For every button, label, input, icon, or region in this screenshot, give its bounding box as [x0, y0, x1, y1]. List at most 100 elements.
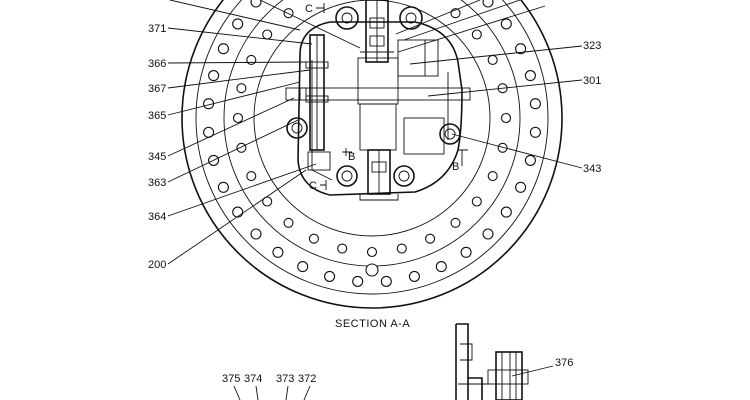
left-plug — [285, 87, 307, 101]
inner-bolt-hole-12 — [262, 196, 273, 207]
inner-bolt-hole-2 — [497, 142, 508, 153]
label-376: 376 — [555, 357, 573, 369]
leader-top-right-3 — [397, 5, 546, 53]
leader-375 — [233, 385, 241, 400]
part-labels: 371 366 367 365 345 363 364 200 323 301 … — [148, 23, 601, 271]
outer-bolt-hole-9 — [380, 275, 392, 287]
flange-inner-ring — [253, 0, 491, 237]
bottom-spool-cap — [359, 194, 399, 201]
inner-bolt-hole-27 — [487, 54, 498, 65]
label-371: 371 — [148, 23, 166, 35]
leader-365 — [167, 81, 301, 116]
leader-364 — [167, 163, 317, 217]
label-366: 366 — [148, 58, 166, 70]
top-spool-land-1 — [369, 17, 385, 29]
inner-bolt-hole-13 — [246, 171, 257, 182]
housing-outer — [181, 0, 563, 309]
outer-bolt-hole-2 — [524, 154, 536, 166]
lower-left-labels: 375 374 373 372 — [222, 373, 316, 400]
inner-bolt-hole-14 — [236, 142, 247, 153]
inner-bolt-hole-26 — [471, 29, 482, 40]
leader-345 — [167, 97, 295, 157]
outer-bolt-hole-4 — [500, 206, 512, 218]
outer-bolt-hole-12 — [297, 261, 309, 273]
cut-marks: C C B B — [305, 3, 468, 192]
inner-bolt-hole-15 — [232, 112, 244, 124]
outer-rim-inner — [195, 0, 549, 295]
outer-bolt-hole-23 — [250, 0, 262, 8]
label-372: 372 — [298, 373, 316, 385]
boss-bottom-left — [336, 165, 358, 187]
inner-bolt-hole-7 — [396, 243, 407, 254]
bottom-spool — [359, 149, 399, 201]
valve-body-outline — [297, 21, 463, 196]
left-spool — [285, 34, 329, 151]
outer-bolt-hole-1 — [529, 126, 541, 138]
boss-left-hole — [291, 122, 303, 134]
boss-bottom-right-hole — [398, 170, 410, 182]
outer-bolt-hole-11 — [324, 270, 336, 282]
label-323: 323 — [583, 40, 601, 52]
inner-bolt-hole-16 — [236, 83, 247, 94]
cut-mark-b-left: B — [348, 151, 355, 163]
inner-bolt-hole-10 — [308, 233, 319, 244]
outer-bolt-hole-14 — [250, 228, 262, 240]
outer-bolt-hole-35 — [524, 70, 536, 82]
top-spool-land-2 — [369, 35, 385, 47]
outer-bolt-hole-7 — [435, 261, 447, 273]
outer-bolt-hole-8 — [408, 270, 420, 282]
right-upper-block — [397, 39, 439, 77]
center-cavity-bottom — [359, 103, 397, 151]
outer-bolt-hole-21 — [217, 43, 229, 55]
boss-top-left-hole — [341, 12, 353, 24]
leader-top-right-2 — [395, 0, 481, 35]
boss-right — [439, 123, 461, 145]
section-wall-step — [460, 343, 473, 361]
outer-bolt-hole-3 — [515, 181, 527, 193]
outer-bolt-hole-13 — [272, 246, 284, 258]
outer-bolt-hole-16 — [217, 181, 229, 193]
outer-bolt-hole-20 — [208, 70, 220, 82]
outer-bolt-hole-32 — [482, 0, 494, 8]
label-200: 200 — [148, 259, 166, 271]
leader-373 — [285, 385, 289, 400]
leader-372 — [303, 385, 311, 400]
leader-376 — [511, 365, 554, 377]
lower-left-port — [307, 151, 331, 171]
center-cavity-top — [357, 57, 399, 105]
outer-bolt-hole-5 — [482, 228, 494, 240]
label-365: 365 — [148, 110, 166, 122]
cut-arrow-b-left — [342, 148, 352, 156]
cut-mark-b-right: B — [452, 161, 459, 173]
label-343: 343 — [583, 163, 601, 175]
leader-301 — [427, 79, 583, 97]
boss-top-right-hole — [405, 12, 417, 24]
section-wall — [455, 323, 469, 400]
top-spool — [360, 0, 394, 63]
right-block — [397, 39, 445, 155]
inner-bolt-hole-3 — [487, 171, 498, 182]
section-housing-lip — [468, 377, 483, 400]
outer-bolt-hole-33 — [500, 18, 512, 30]
cut-mark-c-top: C — [305, 3, 313, 15]
inner-bolt-hole-6 — [425, 233, 436, 244]
outer-bolt-holes — [203, 0, 541, 287]
section-a-a-view: 376 — [455, 323, 573, 400]
cut-mark-c-bottom: C — [309, 180, 317, 192]
leader-lines — [167, 0, 583, 265]
boss-bottom-left-hole — [341, 170, 353, 182]
outer-bolt-hole-15 — [232, 206, 244, 218]
outer-bolt-hole-36 — [529, 98, 541, 110]
leader-323 — [409, 45, 583, 65]
cut-arrow-c-top — [316, 3, 325, 13]
inner-bolt-hole-9 — [337, 243, 348, 254]
boss-top-right — [399, 6, 423, 30]
leader-top-right-1 — [403, 0, 521, 41]
leader-366 — [167, 61, 309, 64]
leader-top-left-1 — [169, 0, 301, 31]
label-375: 375 — [222, 373, 240, 385]
label-363: 363 — [148, 177, 166, 189]
section-valve-block — [495, 351, 523, 400]
section-spool — [487, 369, 529, 385]
